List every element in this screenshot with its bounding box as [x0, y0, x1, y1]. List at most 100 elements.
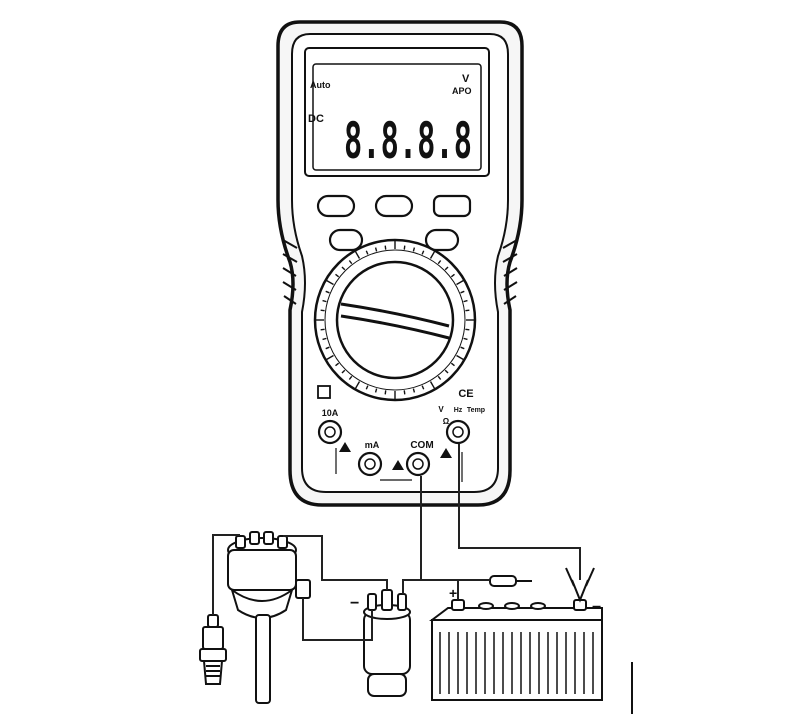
- jack-label-com: COM: [410, 440, 433, 451]
- coil-high-tension-wire: [283, 535, 388, 590]
- jack-label-10a: 10A: [322, 408, 339, 418]
- jack-volt[interactable]: [445, 419, 471, 445]
- jack-label-ohm: Ω: [443, 417, 450, 426]
- range-button[interactable]: [316, 194, 356, 218]
- jack-10a[interactable]: [317, 419, 343, 445]
- lcd-apo-indicator: APO: [452, 86, 472, 96]
- dial-tick: [341, 369, 346, 374]
- jack-label-volt: V: [438, 405, 444, 414]
- dial-tick: [429, 381, 436, 389]
- distributor-shaft: [255, 614, 271, 704]
- com-lead-probe: [489, 575, 517, 587]
- battery-cell-caps: [478, 602, 546, 610]
- dial-tick: [450, 273, 455, 278]
- dial-tick: [320, 309, 325, 312]
- dial-tick: [326, 279, 334, 286]
- dial-tick: [322, 299, 327, 303]
- dial-tick: [348, 375, 353, 380]
- distributor-to-coil-wire: [302, 598, 373, 641]
- warning-icon: [392, 460, 404, 470]
- dial-tick: [456, 354, 464, 361]
- dial-tick: [403, 390, 406, 395]
- dial-tick: [465, 328, 470, 331]
- dial-tick: [374, 388, 378, 393]
- coil-terminal-positive: [397, 593, 407, 611]
- test-leads: [419, 444, 581, 580]
- warning-icon: [339, 442, 351, 452]
- dial-tick: [384, 390, 387, 395]
- dial-tick: [429, 251, 436, 259]
- dial-tick: [335, 362, 340, 367]
- dial-tick: [365, 385, 369, 390]
- dial-tick: [320, 328, 325, 331]
- dial-tick: [325, 346, 330, 350]
- rel-button[interactable]: [424, 228, 460, 252]
- dial-tick: [444, 266, 449, 271]
- dial-tick: [341, 266, 346, 271]
- jack-label-hz: Hz: [454, 407, 463, 414]
- dial-tick: [326, 354, 334, 361]
- distributor-terminals: [235, 531, 288, 549]
- battery-terminal-positive: [451, 599, 465, 611]
- dial-tick: [403, 245, 406, 250]
- car-battery: [429, 599, 603, 701]
- dial-tick: [463, 299, 468, 303]
- dial-tick: [354, 381, 361, 389]
- lead-clips: [489, 567, 595, 603]
- lcd-screen: [312, 63, 482, 171]
- lcd-auto-indicator: Auto: [310, 80, 331, 90]
- multimeter: [276, 20, 524, 507]
- dial-tick: [348, 260, 353, 265]
- hold-button[interactable]: [374, 194, 414, 218]
- dial-tick: [437, 375, 442, 380]
- dial-tick: [437, 260, 442, 265]
- battery-ribs: [439, 632, 594, 694]
- coil-terminal-negative: [367, 593, 377, 611]
- logo-square: [317, 385, 331, 399]
- dial-tick: [465, 309, 470, 312]
- rotary-selector-knob[interactable]: [335, 260, 455, 380]
- selector-pointer: [340, 302, 450, 340]
- dial-tick: [450, 362, 455, 367]
- jack-label-ma: mA: [365, 440, 380, 450]
- backlight-button[interactable]: [432, 194, 472, 218]
- lcd-bezel: [304, 47, 490, 177]
- dial-tick: [322, 337, 327, 341]
- dial-tick: [384, 245, 387, 250]
- volt-lead: [458, 444, 581, 580]
- dial-tick: [421, 250, 425, 255]
- jack-bracket: [335, 448, 463, 482]
- dial-tick: [463, 337, 468, 341]
- grip-ridges: [282, 239, 518, 305]
- dial-ticks: [316, 241, 474, 399]
- coil-negative-label: −: [350, 595, 359, 612]
- select-button[interactable]: [328, 228, 364, 252]
- dial-tick: [325, 290, 330, 294]
- lcd-volt-unit: V: [462, 73, 470, 85]
- dial-tick: [374, 247, 378, 252]
- lcd-dc-indicator: DC: [308, 113, 324, 125]
- dial-tick: [456, 279, 464, 286]
- ignition-coil: [363, 589, 411, 697]
- dial-tick: [354, 251, 361, 259]
- warning-triangles: [339, 442, 452, 470]
- jack-label-temp: Temp: [467, 407, 485, 414]
- jack-ma[interactable]: [357, 451, 383, 477]
- dial-tick: [365, 250, 369, 255]
- dial-tick: [421, 385, 425, 390]
- lcd-readout: 8.8.8.8: [344, 112, 472, 170]
- dial-tick: [412, 388, 416, 393]
- volt-lead-clip: [565, 567, 595, 603]
- input-jacks: [317, 419, 471, 477]
- com-to-coil-wire: [402, 579, 421, 594]
- battery-negative-label: −: [592, 599, 601, 616]
- dial-tick: [460, 346, 465, 350]
- jack-com[interactable]: [405, 451, 431, 477]
- circuit-wiring: [212, 534, 490, 641]
- dial-tick: [444, 369, 449, 374]
- distributor: [227, 531, 311, 704]
- ce-mark: CE: [458, 388, 473, 400]
- dial-tick: [412, 247, 416, 252]
- spark-plug-wire: [212, 534, 240, 615]
